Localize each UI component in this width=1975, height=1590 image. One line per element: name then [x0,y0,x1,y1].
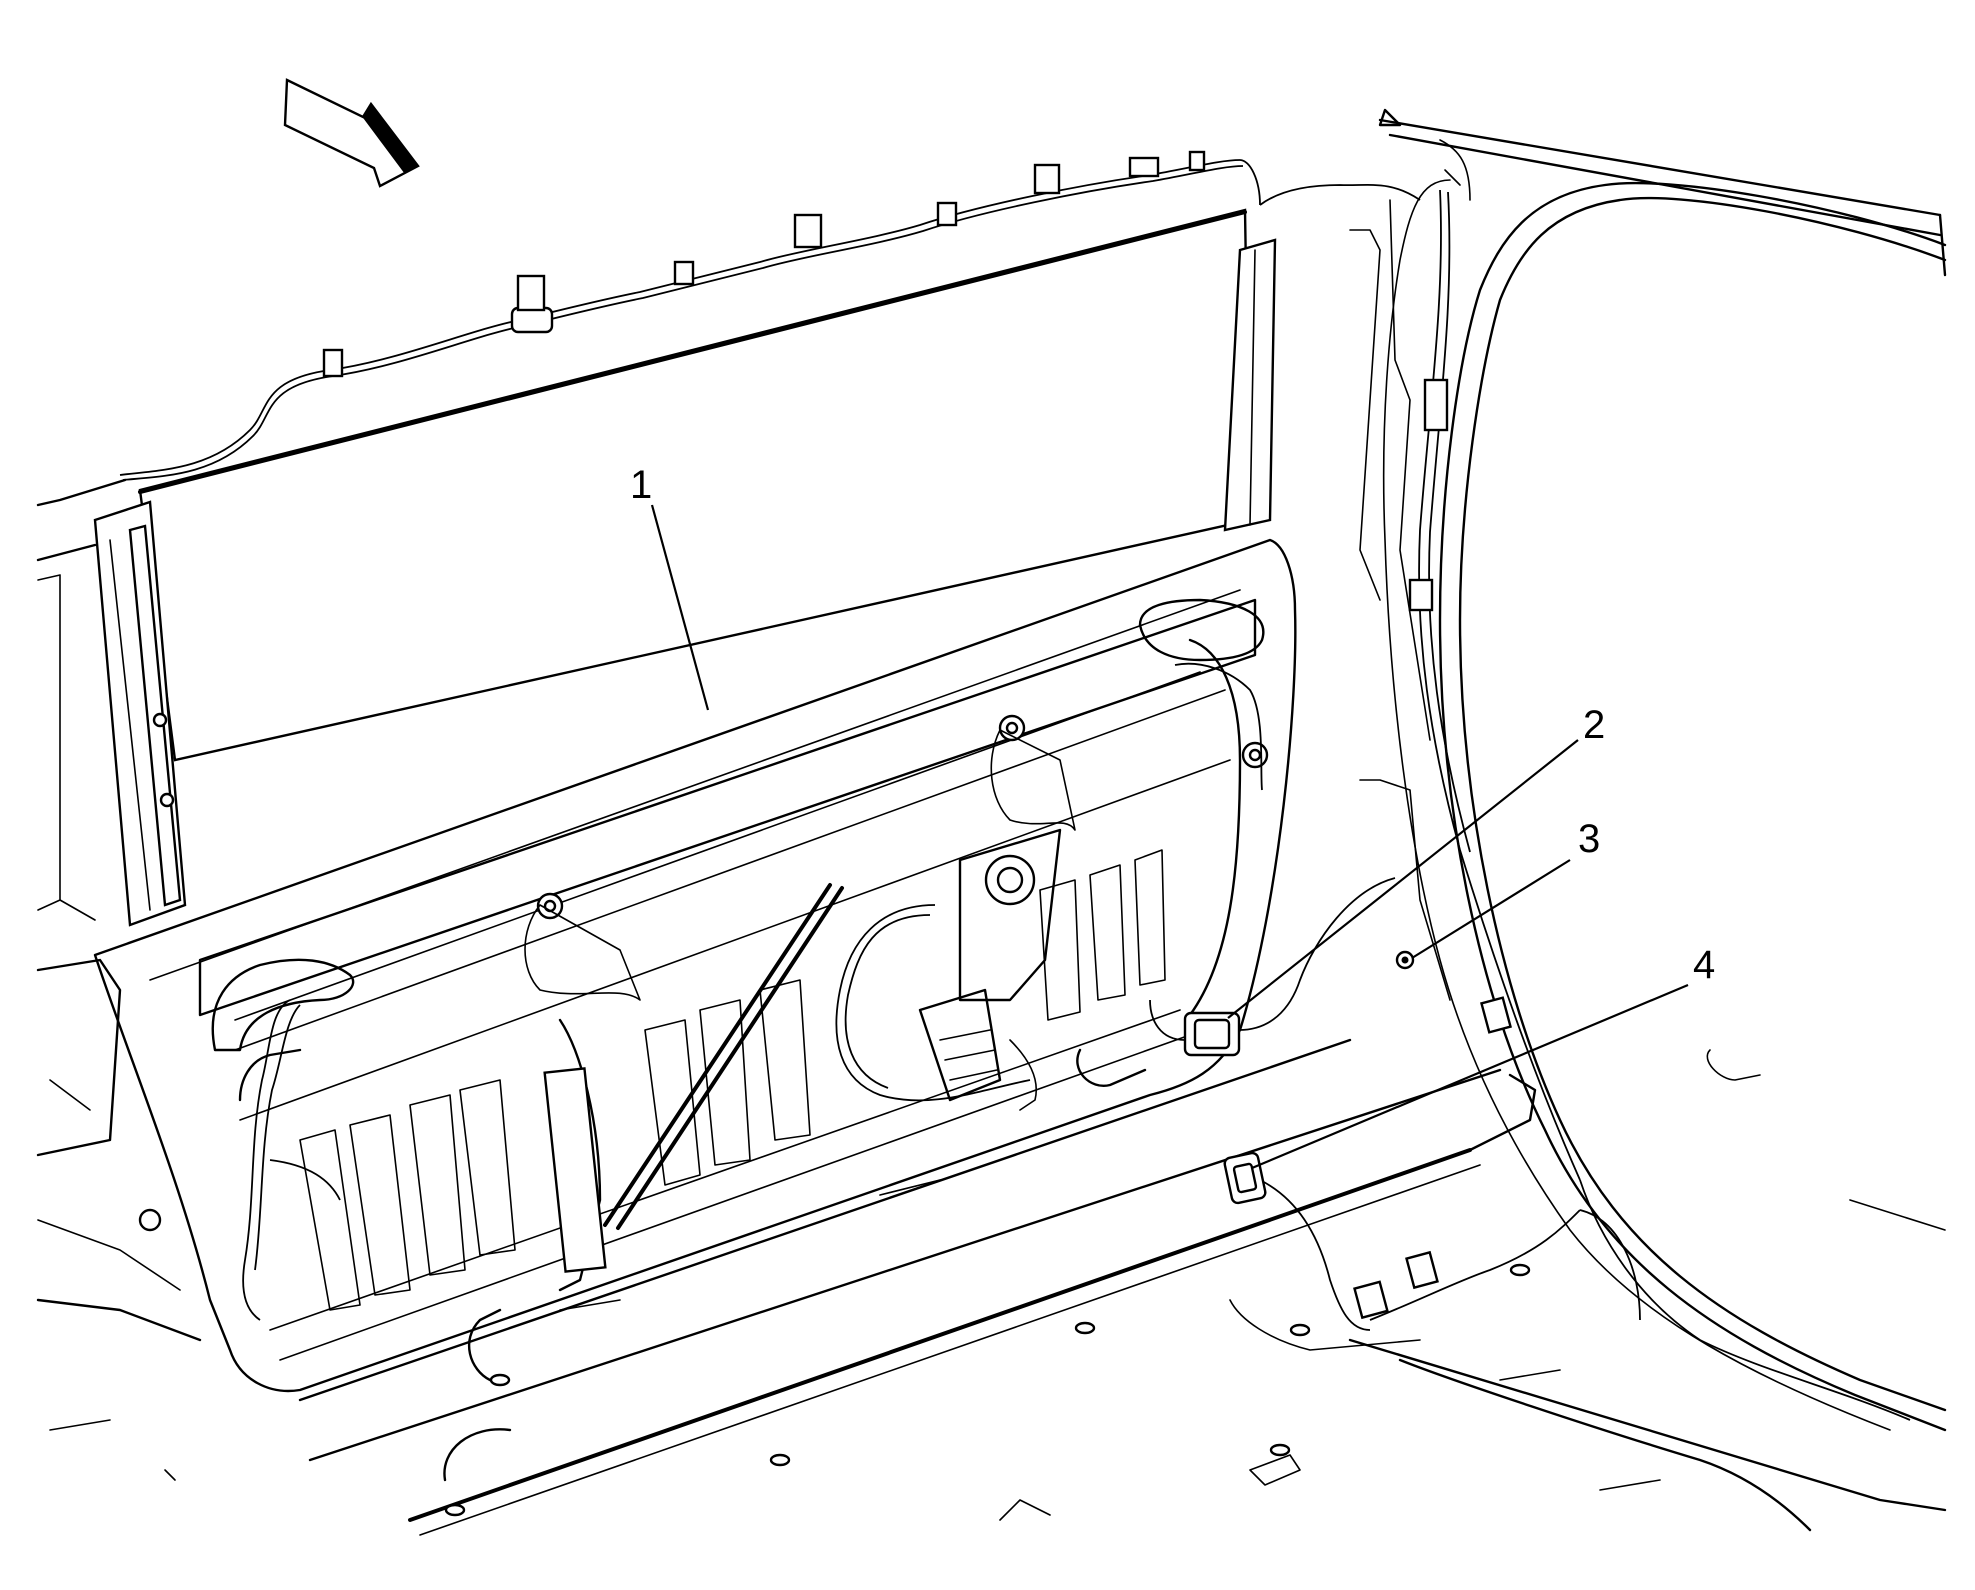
harness-connector-body [1149,877,1396,1057]
callout-leader-4 [1251,983,1689,1170]
callout-label-4: 4 [1693,943,1715,987]
pillar-wiring-harness [1408,189,1911,1421]
window-motor [918,828,1062,1111]
upper-wiring-harness [119,150,1421,481]
callout-leader-1 [650,504,710,711]
left-window-channel [93,500,187,927]
floor-wiring-harness [1259,1179,1641,1331]
right-window-channel [1223,238,1277,532]
window-glass [138,208,1252,762]
callout-label-2: 2 [1583,703,1605,747]
door-harness-connector [1395,950,1415,970]
callout-label-3: 3 [1578,817,1600,861]
floor-harness-connector [1223,1151,1267,1205]
door-wiring-harness [242,662,1263,1321]
forward-direction-arrow-icon [283,78,420,188]
callout-leader-3 [1411,859,1571,959]
floor-sill [49,1038,1947,1536]
callout-leader-2 [1227,739,1579,1019]
rear-door-inner-panel [93,538,1297,1393]
left-body-pillar [36,478,202,1342]
callout-label-1: 1 [630,463,652,507]
